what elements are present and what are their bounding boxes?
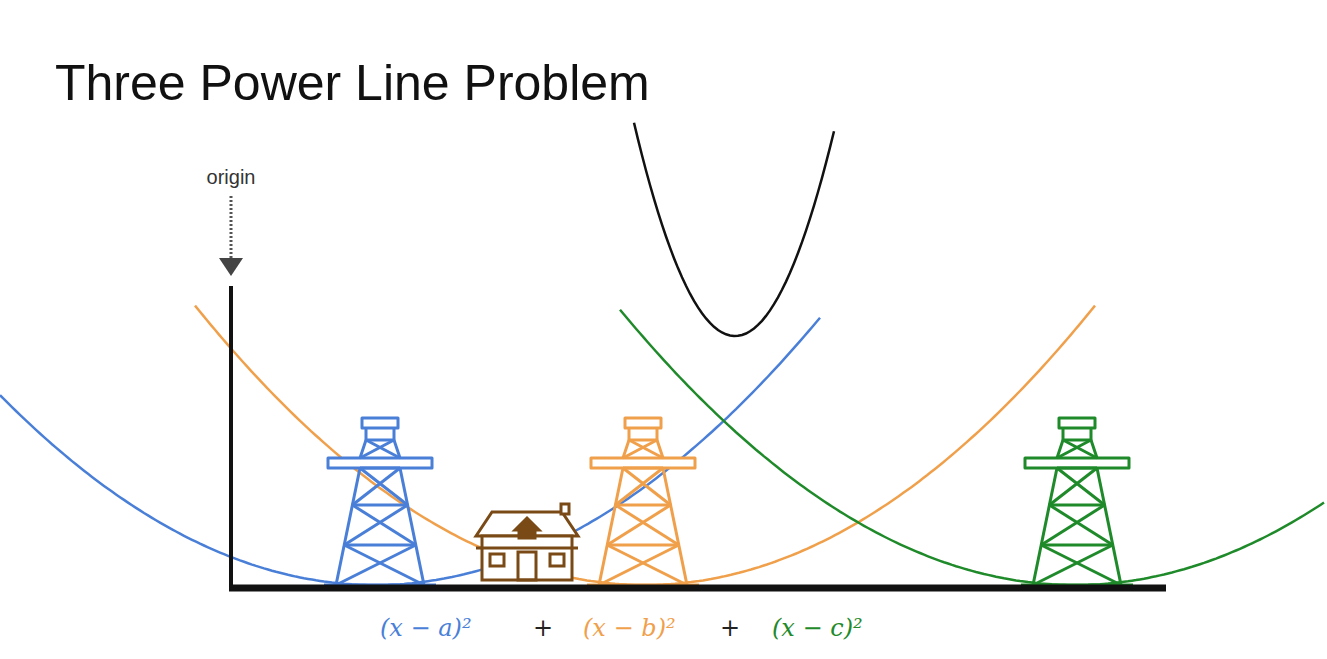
orange-term: (x − b)² — [583, 614, 676, 642]
green-term: (x − c)² — [772, 614, 863, 642]
sum-parabola — [634, 123, 834, 336]
orange-tower — [587, 418, 699, 585]
plus-sign: + — [720, 614, 740, 642]
plus-sign: + — [533, 614, 553, 642]
blue-term: (x − a)² — [380, 614, 472, 642]
slide-title: Three Power Line Problem — [55, 54, 650, 112]
blue-tower — [324, 418, 436, 585]
origin-label: origin — [207, 166, 256, 189]
origin-arrow-shaft — [230, 196, 233, 262]
green-tower — [1021, 418, 1133, 585]
y-axis — [229, 286, 233, 590]
green-parabola — [620, 310, 1324, 585]
ground-line — [229, 585, 1166, 592]
orange-parabola — [195, 306, 1095, 585]
house-icon — [476, 504, 578, 580]
blue-parabola — [0, 318, 820, 585]
origin-arrow-head — [219, 258, 243, 276]
